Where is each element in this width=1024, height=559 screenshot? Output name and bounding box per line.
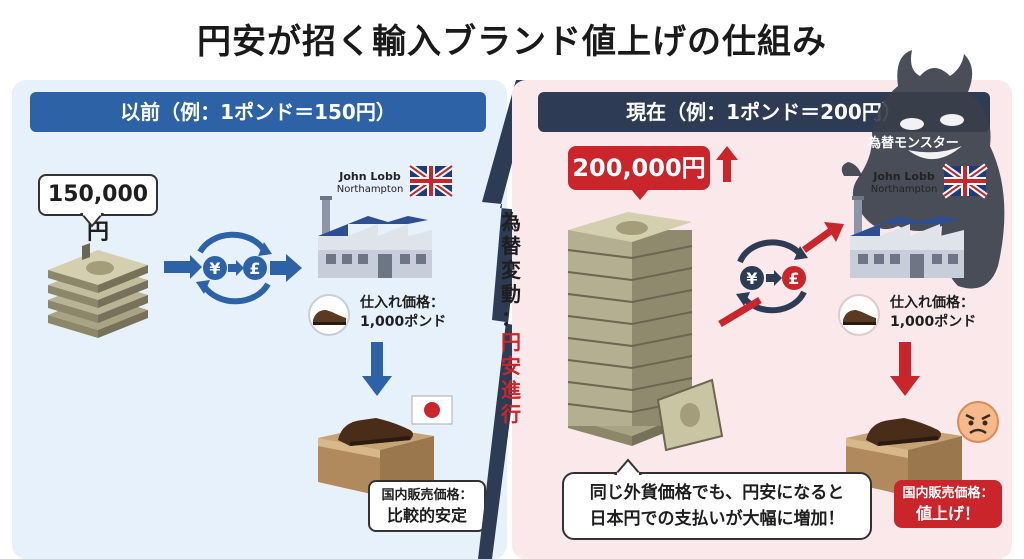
divider-char: 為 [501,210,521,234]
brand-name: John Lobb Northampton [330,170,410,196]
bubble-tail-icon [79,212,105,228]
brand-name: John Lobb Northampton [864,170,944,196]
purchase-price-label: 仕入れ価格： 1,000ポンド [890,294,976,332]
domestic-status: 値上げ！ [915,504,980,523]
bubble-tail-icon [630,188,650,200]
domestic-label: 国内販売価格： [902,486,994,501]
factory-icon [850,196,964,278]
before-header: 以前（例：1ポンド＝150円） [30,92,486,132]
up-arrow-icon [716,146,738,182]
explanation-line2: 日本円での支払いが大幅に増加！ [589,509,845,529]
domestic-status: 比較的安定 [386,506,467,525]
divider-char-red: 円 [501,330,521,354]
yen-symbol: ¥ [746,269,757,288]
brand-name-text: John Lobb [873,170,935,183]
uk-flag-icon [942,163,988,199]
purchase-label-line1: 仕入れ価格： [360,295,444,311]
factory-icon [318,196,432,278]
page-title: 円安が招く輸入ブランド値上げの仕組み [197,22,827,62]
angry-face-icon [957,401,999,443]
purchase-label-line2: 1,000ポンド [360,314,447,330]
brand-name-text: John Lobb [339,170,401,183]
current-panel: 現在（例：1ポンド＝200円） 200,000円 [512,50,1012,559]
money-stack-icon [567,212,724,452]
current-yen-price-bubble: 200,000円 [568,146,710,190]
divider-char-red: 安 [501,354,521,378]
domestic-price-note: 国内販売価格： 値上げ！ [894,480,1002,528]
domestic-price-note: 国内販売価格： 比較的安定 [368,480,486,532]
rising-arrow-icon [718,222,844,328]
explanation-line1: 同じ外貨価格でも、円安になると [589,483,845,503]
domestic-label: 国内販売価格： [381,488,473,503]
bubble-tail-icon [613,458,643,476]
purchase-label-line1: 仕入れ価格： [890,295,974,311]
lightning-divider-icon [478,80,534,559]
down-arrow-icon [362,342,392,396]
exchange-change-label: 為 替 変 動 ： 円 安 進 行 [496,210,526,426]
monster-icon [841,50,1005,289]
before-yen-price-bubble: 150,000円 [38,174,158,245]
japan-flag-icon [411,395,453,425]
yen-symbol: ¥ [209,259,220,278]
uk-flag-icon [408,163,454,199]
explanation-bubble: 同じ外貨価格でも、円安になると 日本円での支払いが大幅に増加！ [562,472,872,540]
purchase-price-label: 仕入れ価格： 1,000ポンド [360,294,446,332]
shoe-icon [308,294,350,336]
divider-char: 動 [501,282,521,306]
monster-label: 為替モンスター [868,136,959,151]
brand-location-text: Northampton [336,184,404,195]
before-panel: 以前（例：1ポンド＝150円） 150,000円 [12,80,507,559]
divider-char: ： [501,306,521,330]
currency-exchange-icon: ¥ £ [164,231,302,305]
shoe-icon [838,294,880,336]
divider-char-red: 進 [501,378,521,402]
divider-char-red: 行 [501,402,521,426]
shoebox-icon [318,418,434,496]
brand-location-text: Northampton [870,184,938,195]
down-arrow-icon [890,342,920,396]
purchase-label-line2: 1,000ポンド [890,314,977,330]
pound-symbol: £ [788,269,799,288]
divider-char: 変 [501,258,521,282]
money-stack-icon [48,243,148,338]
pound-symbol: £ [249,259,260,278]
divider-char: 替 [501,234,521,258]
